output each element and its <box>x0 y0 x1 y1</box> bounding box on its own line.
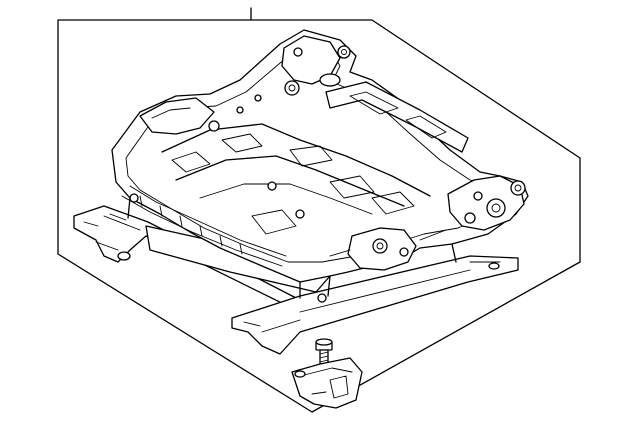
frame-bolt-6 <box>254 94 262 102</box>
torsion-tube <box>325 81 469 153</box>
cross-member-rear <box>199 183 373 215</box>
bolt <box>315 338 333 365</box>
frame-bolt-3 <box>129 193 139 203</box>
pan-window-2 <box>221 133 263 153</box>
cross-member-front <box>161 123 431 197</box>
side-flange-left <box>129 185 287 257</box>
frame-bolt-1 <box>267 181 277 191</box>
pan-window-6 <box>371 191 415 215</box>
pan-window-3 <box>251 209 297 235</box>
height-adjuster-mechanism <box>329 227 447 271</box>
frame-legs <box>127 197 457 299</box>
front-bracket-left <box>139 97 215 135</box>
mounting-bracket <box>291 357 363 409</box>
track-rail-right <box>231 255 519 355</box>
frame-bolt-2 <box>295 209 305 219</box>
pan-window-1 <box>171 151 211 173</box>
seat-frame-assembly <box>73 29 529 355</box>
frame-bolt-4 <box>317 293 327 303</box>
spring-tube-upper <box>319 73 341 87</box>
callout-panel <box>57 19 581 413</box>
pan-window-4 <box>289 145 333 167</box>
tube-slot-2 <box>405 115 447 139</box>
side-flange-left-lower <box>121 195 283 267</box>
tube-slot-1 <box>349 91 399 115</box>
pivot-bolt-upper <box>337 45 351 59</box>
recliner-mechanism-right <box>447 175 526 231</box>
track-rail-left <box>73 205 301 313</box>
cross-member-middle <box>175 155 405 207</box>
side-flange-ribs <box>139 195 243 255</box>
frame-bolt-5 <box>236 106 244 114</box>
pivot-washer-upper <box>284 80 300 96</box>
pan-window-5 <box>329 175 375 199</box>
